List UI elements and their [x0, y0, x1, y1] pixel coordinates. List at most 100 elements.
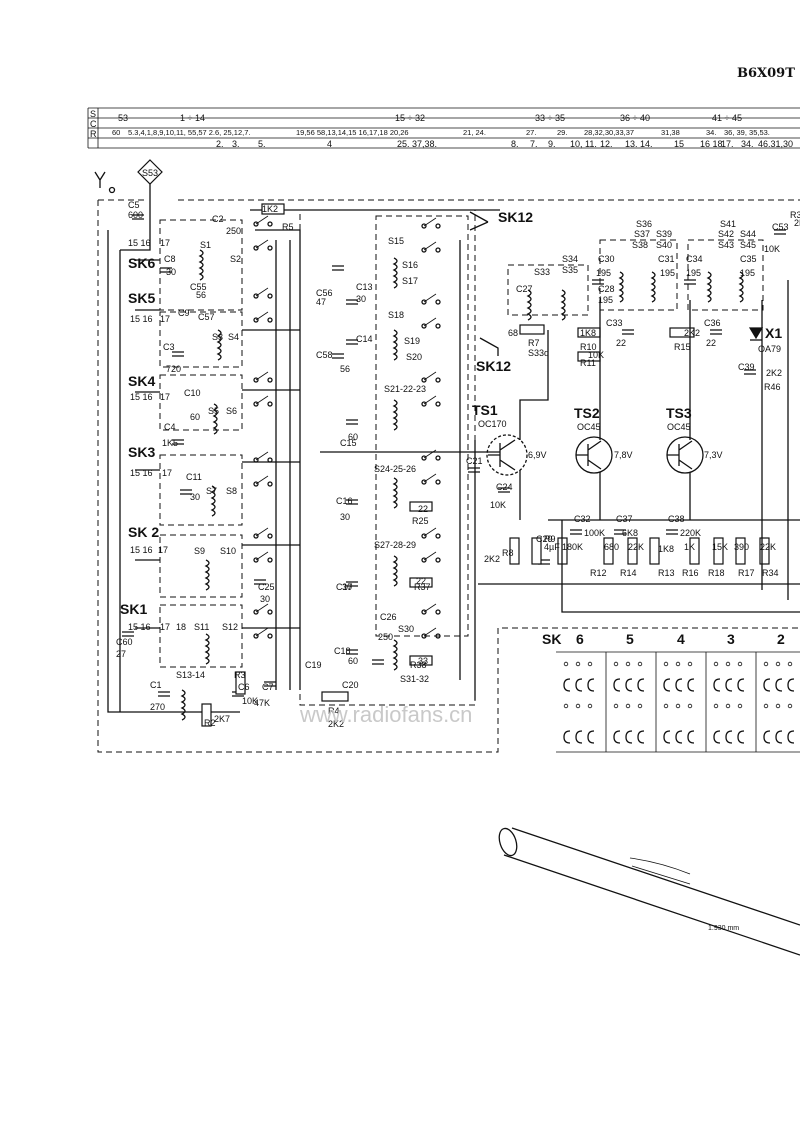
- resistor-symbol: [649, 537, 660, 565]
- sk-contact-dot: [625, 703, 631, 709]
- capacitor-symbol: [570, 529, 582, 535]
- switch-blade: [255, 527, 269, 537]
- resistor-label: R38: [410, 660, 427, 670]
- resistor-label: R46: [764, 382, 781, 392]
- capacitor-label: 22: [706, 338, 716, 348]
- capacitor-label: C36: [704, 318, 721, 328]
- row-label-r: R: [90, 129, 97, 139]
- capacitor-label: 30: [356, 294, 366, 304]
- resistor-symbol: [689, 537, 700, 565]
- switch-blade: [255, 371, 269, 381]
- sk-panel-title: SK: [542, 631, 561, 647]
- coil-symbol: [180, 689, 186, 721]
- capacitor-label: C57: [198, 312, 215, 322]
- resistor-label: R8: [502, 548, 514, 558]
- capacitor-symbol: [122, 631, 134, 637]
- sk-contact-dot: [663, 703, 669, 709]
- capacitor-label: 720: [166, 364, 181, 374]
- switch-blade: [255, 311, 269, 321]
- resistor-label: R9: [544, 534, 556, 544]
- resistor-label: R15: [674, 342, 691, 352]
- resistor-label: 22K: [760, 542, 776, 552]
- capacitor-label: 22: [616, 338, 626, 348]
- switch-contact: [253, 245, 259, 251]
- resistor-symbol: [409, 577, 433, 588]
- s-cell: 33 ÷ 35: [535, 113, 565, 123]
- coil-symbol: [204, 559, 210, 591]
- capacitor-label: C24: [496, 482, 513, 492]
- coil-symbol: [204, 633, 210, 665]
- band-label[interactable]: SK1: [120, 601, 147, 617]
- sk-contact-spring: [563, 678, 571, 692]
- resistor-label: 1K8: [658, 544, 674, 554]
- capacitor-label: 10K: [490, 500, 506, 510]
- capacitor-label: C11: [186, 472, 202, 482]
- s-cell: 53: [118, 113, 128, 123]
- capacitor-symbol: [622, 329, 634, 335]
- capacitor-symbol: [332, 353, 344, 359]
- coil-section-label: S12: [222, 622, 238, 632]
- switch-contact: [253, 401, 259, 407]
- sk-contact-dot: [675, 703, 681, 709]
- c-cell: 60: [112, 128, 120, 137]
- coil-symbol: [560, 289, 566, 321]
- band-label[interactable]: SK6: [128, 255, 155, 271]
- capacitor-label: C20: [342, 680, 359, 690]
- band-label[interactable]: SK4: [128, 373, 155, 389]
- sk-contact-dot: [587, 661, 593, 667]
- coil-section-label: S36: [636, 219, 652, 229]
- resistor-symbol: [235, 671, 246, 695]
- resistor-label: 22: [418, 504, 428, 514]
- band-label[interactable]: SK3: [128, 444, 155, 460]
- switch-blade: [423, 603, 437, 613]
- switch-sk12[interactable]: SK12 SK12: [469, 209, 533, 374]
- c-cell: 21, 24.: [463, 128, 486, 137]
- capacitor-symbol: [498, 487, 510, 493]
- switch-contact: [435, 299, 441, 305]
- sk-contact-dot: [763, 661, 769, 667]
- c-cell: 31,38: [661, 128, 680, 137]
- resistor-label: R25: [412, 516, 429, 526]
- resistor-label: 2K2: [684, 328, 700, 338]
- r-cell: 34.: [741, 139, 754, 149]
- switch-contact: [253, 533, 259, 539]
- resistor-label: 68: [508, 328, 518, 338]
- switch-contact: [253, 457, 259, 463]
- parts-table: S C R 53 1 ÷ 14 15 ÷ 32 33 ÷ 35 36 ÷ 40 …: [87, 107, 800, 149]
- capacitor-label: C60: [116, 637, 133, 647]
- coil-section-label: S34: [562, 254, 578, 264]
- capacitor-symbol: [172, 351, 184, 357]
- capacitor-label: 1K5: [162, 438, 178, 448]
- sk-contact-dot: [563, 703, 569, 709]
- ts1-type: OC170: [478, 419, 507, 429]
- sk12-label-lower: SK12: [476, 358, 511, 374]
- pin-group: 17: [162, 468, 172, 478]
- resistor-label: R16: [682, 568, 699, 578]
- switch-blade: [255, 603, 269, 613]
- capacitor-label: C5: [128, 200, 140, 210]
- capacitor-label: 195: [740, 268, 755, 278]
- diode-x1: X1 OA79: [748, 325, 782, 354]
- switch-blade: [255, 215, 269, 225]
- x1-type: OA79: [758, 344, 781, 354]
- band-label[interactable]: SK 2: [128, 524, 159, 540]
- sk-panel-rule: [556, 651, 800, 753]
- sk-contact-dot: [625, 661, 631, 667]
- sk-contact-spring: [725, 678, 733, 692]
- antenna-ref: S53: [142, 168, 158, 178]
- switch-blade: [423, 241, 437, 251]
- switch-contact: [435, 609, 441, 615]
- coil-symbol: [212, 403, 218, 435]
- r-cell: 10, 11.: [570, 139, 597, 149]
- band-label[interactable]: SK5: [128, 290, 155, 306]
- coil-symbol: [210, 485, 216, 517]
- switch-contact: [253, 481, 259, 487]
- resistor-symbol: [409, 501, 433, 512]
- capacitor-label: 195: [660, 268, 675, 278]
- resistor-label: 33: [418, 656, 428, 666]
- switch-contact: [267, 481, 273, 487]
- pin-group: 15 16: [128, 622, 151, 632]
- switch-contact: [421, 557, 427, 563]
- resistor-symbol: [627, 537, 638, 565]
